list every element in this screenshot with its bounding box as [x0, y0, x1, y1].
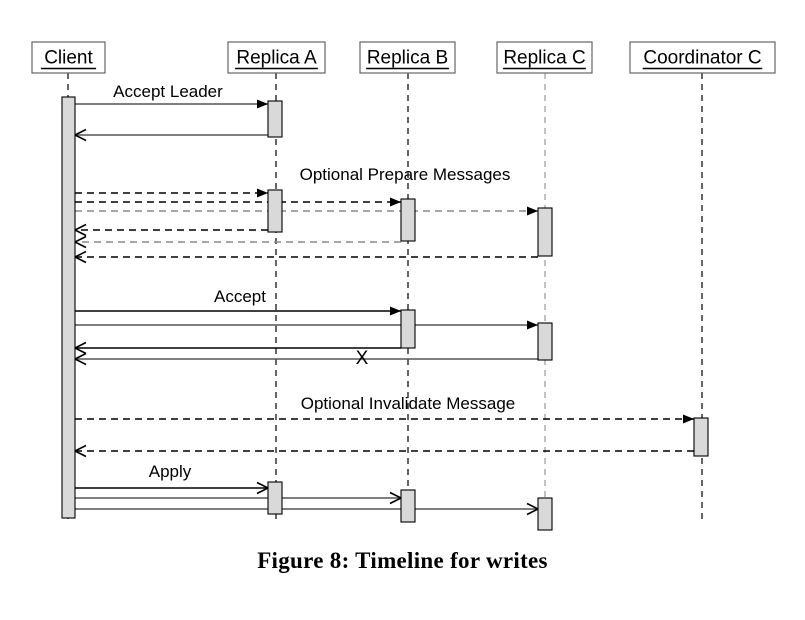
msg-accept-leader-request	[75, 99, 268, 109]
msg-prepare-to-c	[75, 206, 538, 216]
msg-prepare-reply-c	[73, 250, 538, 264]
participant-label-replica_a: Replica A	[236, 48, 317, 69]
msg-apply-to-c	[75, 502, 540, 516]
msg-accept-reply-c	[73, 352, 538, 366]
participant-headers-layer: Client Replica A Replica B Replica C Coordin…	[31, 41, 776, 74]
msg-apply-to-b	[75, 491, 403, 505]
activations-layer	[61, 96, 709, 531]
replica-c-apply-bar	[537, 497, 553, 531]
msg-prepare-to-b-arrowhead	[390, 197, 401, 207]
participant-box-client[interactable]: Client	[31, 41, 106, 74]
msg-apply-to-a	[75, 481, 270, 495]
label-apply: Apply	[149, 462, 192, 481]
msg-accept-leader-reply	[73, 128, 268, 142]
label-optional-prepare: Optional Prepare Messages	[300, 165, 511, 184]
msg-accept-leader-request-arrowhead	[257, 99, 268, 109]
messages-layer	[73, 99, 694, 516]
replica-c-accept-bar	[537, 322, 553, 361]
label-accept-leader: Accept Leader	[113, 82, 223, 101]
replica-a-accept-leader-bar	[267, 100, 283, 138]
label-accept-x: X	[356, 348, 369, 369]
lifelines-layer	[67, 73, 703, 522]
msg-prepare-reply-a	[73, 223, 268, 237]
msg-prepare-to-a	[75, 188, 268, 198]
msg-accept-to-c	[75, 320, 538, 330]
msg-accept-to-c-arrowhead	[527, 320, 538, 330]
msg-prepare-to-c-arrowhead	[527, 206, 538, 216]
replica-b-prepare-bar	[400, 198, 416, 242]
msg-accept-to-b	[75, 306, 401, 316]
participant-label-replica_c: Replica C	[503, 48, 585, 69]
replica-a-prepare-bar	[267, 189, 283, 233]
msg-accept-to-b-arrowhead	[390, 306, 401, 316]
participant-box-coord_c[interactable]: Coordinator C	[629, 41, 776, 74]
participant-box-replica_b[interactable]: Replica B	[359, 41, 456, 74]
figure-caption: Figure 8: Timeline for writes	[257, 548, 548, 573]
participant-label-replica_b: Replica B	[367, 48, 448, 69]
label-optional-invalidate: Optional Invalidate Message	[301, 394, 516, 413]
msg-accept-reply-b	[73, 341, 401, 355]
participant-label-client: Client	[44, 48, 93, 69]
coordinator-c-invalidate-bar	[693, 417, 709, 457]
participant-box-replica_a[interactable]: Replica A	[227, 41, 326, 74]
msg-prepare-reply-b	[73, 235, 401, 249]
participant-box-replica_c[interactable]: Replica C	[496, 41, 593, 74]
msg-prepare-to-a-arrowhead	[257, 188, 268, 198]
participant-label-coord_c: Coordinator C	[643, 48, 761, 69]
msg-invalidate-request	[75, 414, 694, 424]
replica-a-apply-bar	[267, 481, 283, 515]
msg-prepare-to-b	[75, 197, 401, 207]
replica-c-prepare-bar	[537, 207, 553, 257]
msg-invalidate-request-arrowhead	[683, 414, 694, 424]
msg-invalidate-reply	[73, 444, 694, 458]
client-main-activation	[61, 96, 76, 519]
replica-b-accept-bar	[400, 309, 416, 349]
label-accept: Accept	[214, 287, 266, 306]
replica-b-apply-bar	[400, 489, 416, 523]
